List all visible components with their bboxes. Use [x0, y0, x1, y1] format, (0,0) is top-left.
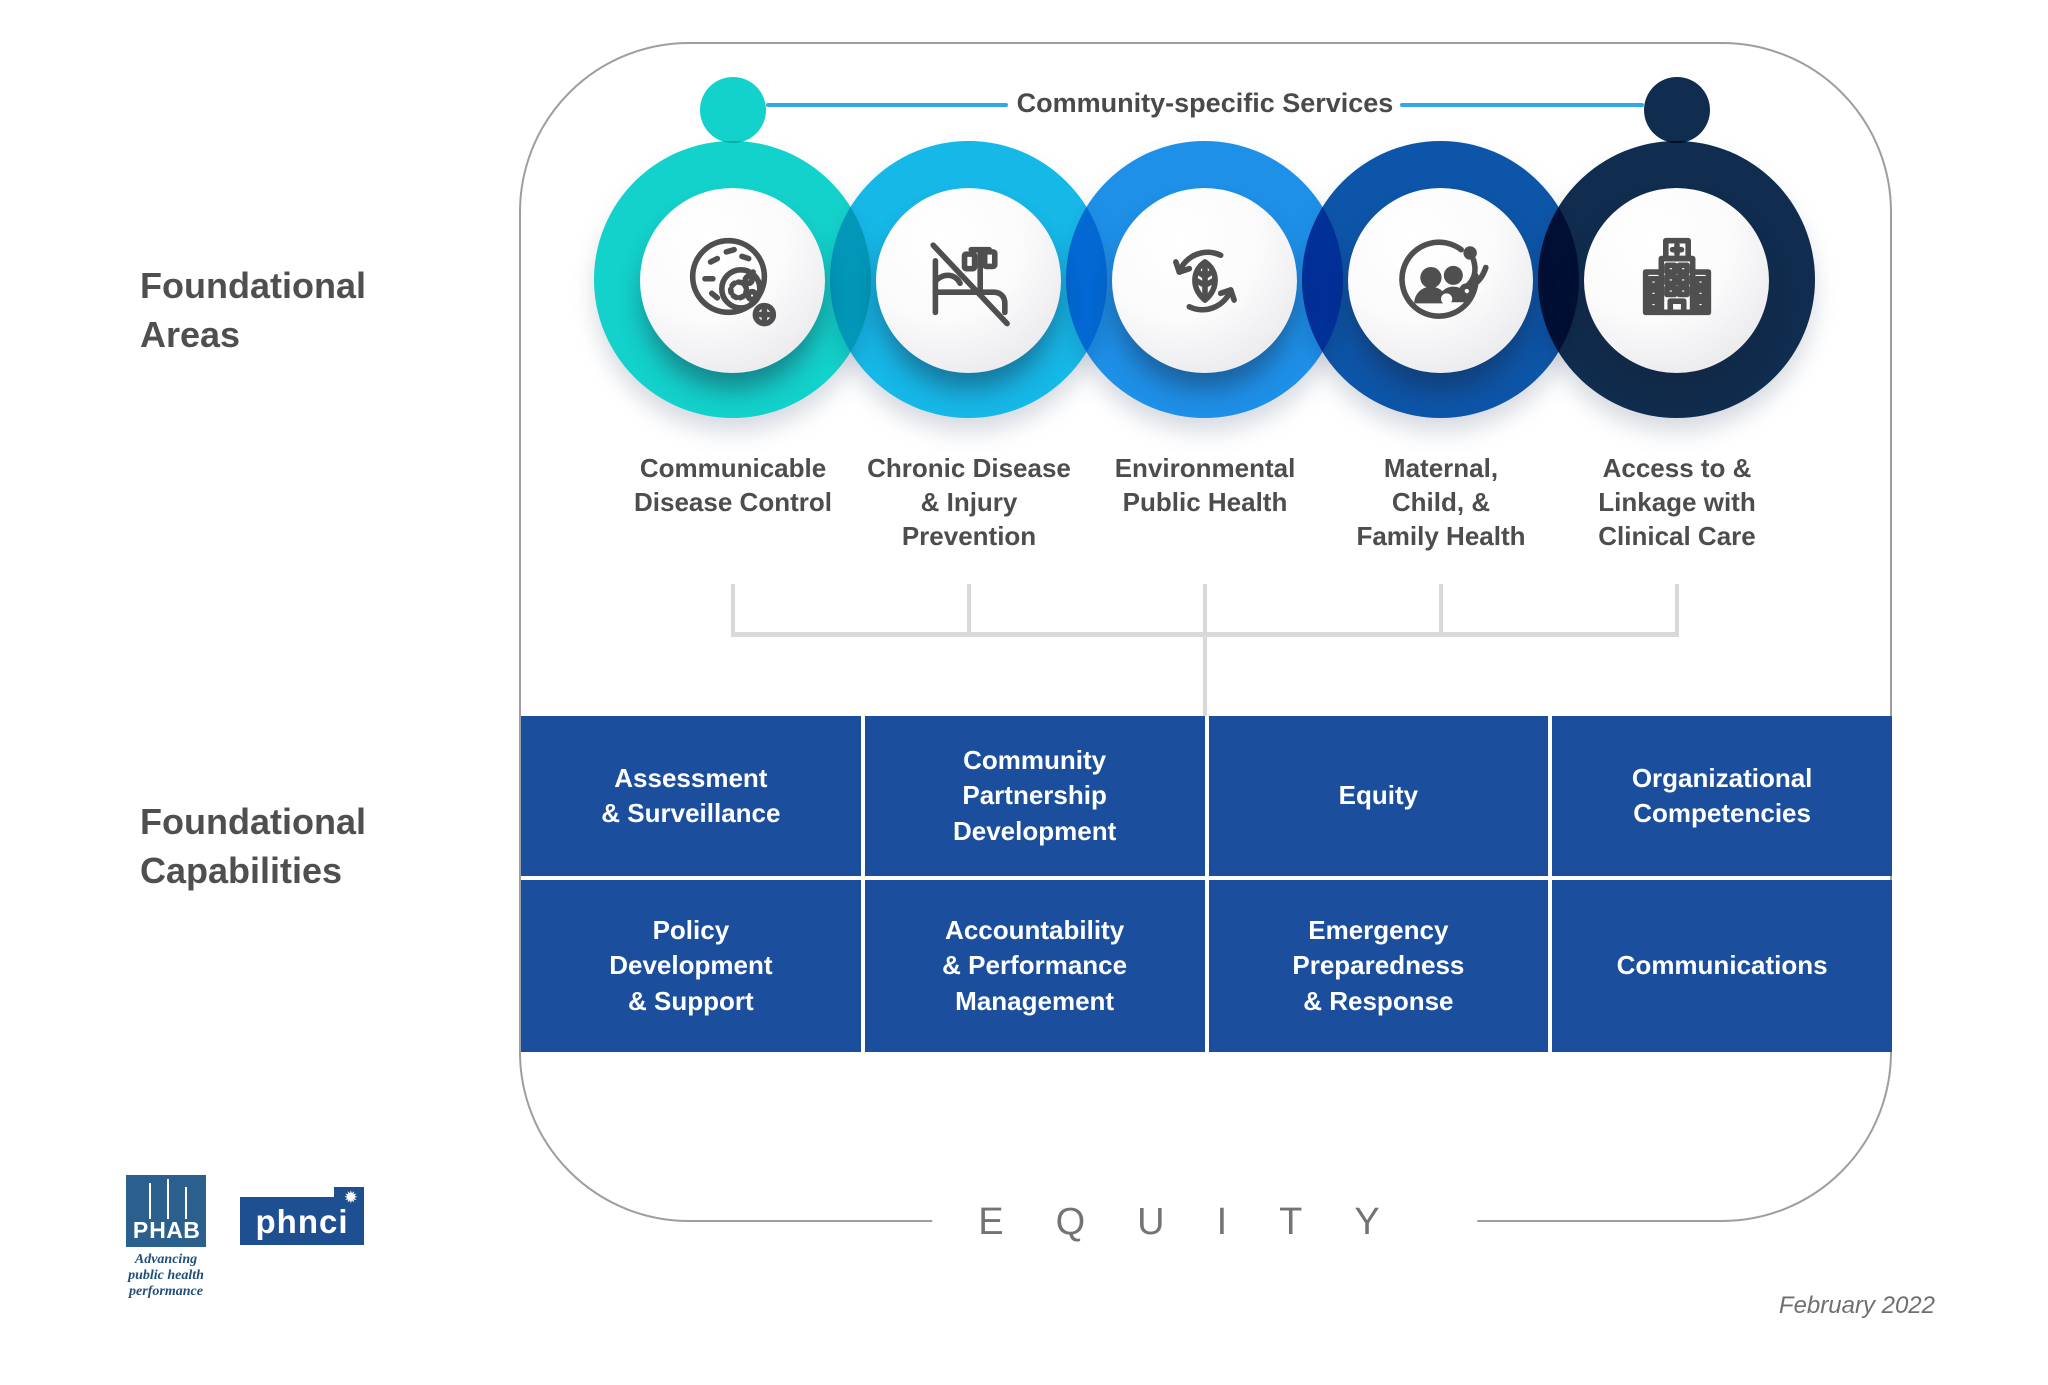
sphere-communicable	[640, 188, 825, 373]
equity-label: EQUITY	[932, 1196, 1478, 1248]
area-label-access: Access to & Linkage with Clinical Care	[1598, 453, 1756, 551]
leaf-cycle-icon	[1172, 248, 1237, 313]
bracket-stub-1	[731, 584, 735, 636]
phab-tagline: Advancing public health performance	[128, 1252, 204, 1300]
capability-cell-partnership: Community Partnership Development	[864, 716, 1205, 876]
bracket-center-line	[1203, 632, 1207, 716]
phnci-burst-icon: ✹	[343, 1188, 358, 1207]
sphere-access	[1584, 188, 1769, 373]
date-label: February 2022	[1778, 1292, 1935, 1319]
capability-cell-communications: Communications	[1552, 880, 1892, 1052]
area-label-maternal: Maternal, Child, & Family Health	[1356, 453, 1526, 551]
capability-cell-accountability: Accountability & Performance Management	[864, 880, 1205, 1052]
phab-logo: P H A B	[126, 1175, 206, 1247]
navy-endpoint-dot	[1644, 77, 1710, 143]
capability-cell-assessment: Assessment & Surveillance	[521, 716, 861, 876]
phab-rule-1	[149, 1183, 151, 1219]
sphere-maternal	[1348, 188, 1533, 373]
bracket-stub-2	[967, 584, 971, 636]
foundational-areas-label: Foundational Areas	[140, 265, 366, 355]
phab-letters: P H A B	[126, 1175, 206, 1247]
phnci-logo: phnci ✹	[240, 1187, 364, 1245]
capability-cell-emergency: Emergency Preparedness & Response	[1208, 880, 1549, 1052]
capability-cell-policy: Policy Development & Support	[521, 880, 861, 1052]
maternal-child-icon	[1398, 238, 1489, 319]
bracket-stub-3	[1203, 584, 1207, 636]
capability-cell-organizational: Organizational Competencies	[1552, 716, 1892, 876]
sphere-chronic	[876, 188, 1061, 373]
connector-line-left	[766, 103, 1008, 107]
community-services-label: Community-specific Services	[1016, 88, 1394, 118]
phab-letter-b: B	[183, 1217, 200, 1243]
bracket-stub-5	[1675, 584, 1679, 636]
petri-dish-icon	[689, 237, 776, 326]
capabilities-grid: Assessment & Surveillance Community Part…	[521, 716, 1892, 1052]
teal-endpoint-dot	[700, 77, 766, 143]
phnci-wordmark: phnci	[255, 1202, 349, 1240]
foundational-capabilities-label: Foundational Capabilities	[140, 801, 366, 891]
phab-letter-p: P	[132, 1217, 149, 1243]
sphere-environmental	[1112, 188, 1297, 373]
capability-cell-equity: Equity	[1208, 716, 1549, 876]
area-label-communicable: Communicable Disease Control	[634, 453, 832, 517]
area-label-chronic: Chronic Disease & Injury Prevention	[867, 453, 1071, 551]
hospital-icon	[1642, 237, 1711, 315]
area-label-environmental: Environmental Public Health	[1114, 453, 1296, 517]
bracket-stub-4	[1439, 584, 1443, 636]
phab-letter-a: A	[166, 1217, 183, 1243]
phnci-burst-pad	[334, 1187, 364, 1199]
connector-line-right	[1400, 103, 1644, 107]
phab-letter-h: H	[149, 1217, 166, 1243]
phab-rule-3	[185, 1187, 187, 1219]
no-injury-bed-icon	[929, 241, 1010, 326]
phab-rule-2	[167, 1179, 169, 1219]
